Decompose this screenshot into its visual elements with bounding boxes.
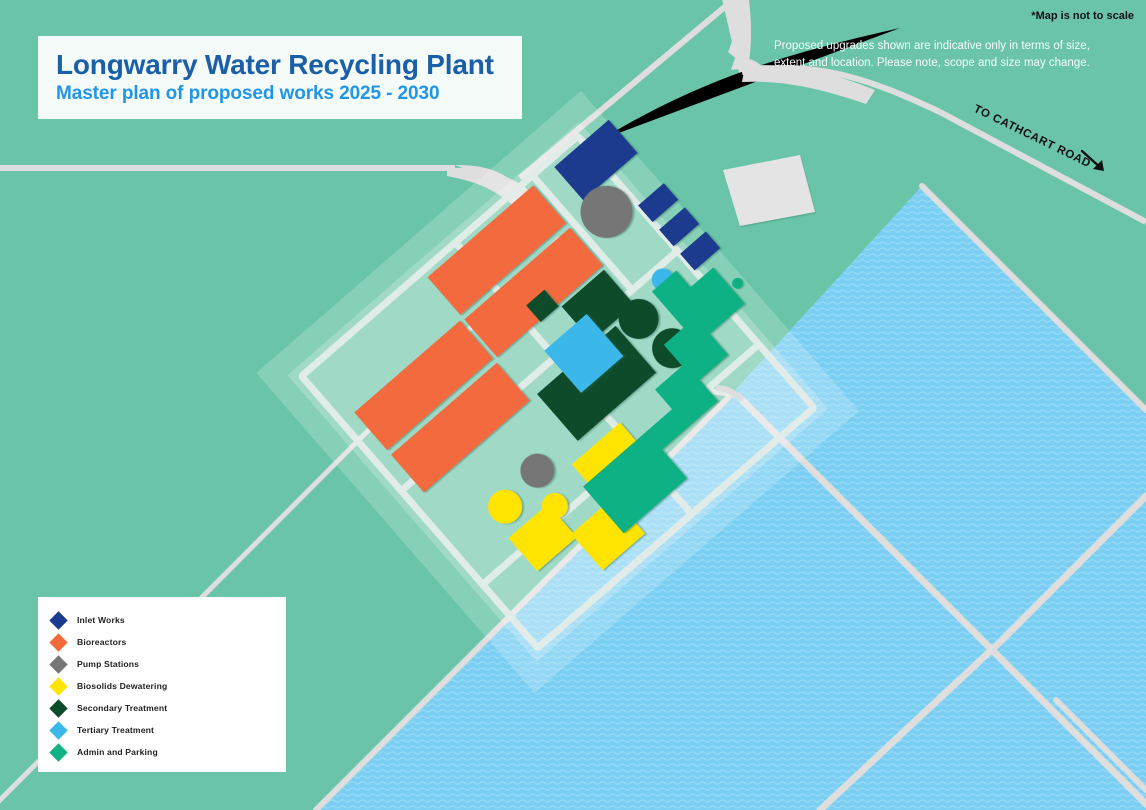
legend-label-admin-and-parking: Admin and Parking (77, 747, 158, 757)
biosolids-tank-1 (488, 489, 523, 524)
legend-item-pump-stations[interactable]: Pump Stations (38, 653, 286, 675)
inlet-works-group (554, 119, 721, 271)
bioreactor-2 (391, 362, 530, 493)
map-legend: Inlet Works Bioreactors Pump Stations Bi… (38, 597, 286, 772)
tertiary-basin (544, 313, 624, 393)
admin-parking-group (583, 267, 745, 534)
legend-label-secondary-treatment: Secondary Treatment (77, 703, 168, 713)
page-subtitle: Master plan of proposed works 2025 - 203… (56, 83, 440, 105)
inlet-tank-1 (638, 183, 679, 223)
lagoon-field (316, 186, 1146, 810)
legend-item-bioreactors[interactable]: Bioreactors (38, 631, 286, 653)
legend-label-inlet-works: Inlet Works (77, 615, 125, 625)
biosolids-tank-2 (541, 492, 568, 519)
legend-label-tertiary-treatment: Tertiary Treatment (77, 725, 155, 735)
legend-swatch-tertiary-treatment (49, 720, 68, 740)
legend-swatch-admin-and-parking (49, 742, 68, 762)
secondary-block-b (537, 325, 657, 441)
page-title: Longwarry Water Recycling Plant (56, 48, 494, 80)
pump-station-2 (520, 453, 555, 488)
inlet-tank-3 (680, 231, 721, 271)
inlet-works-main (554, 119, 638, 201)
existing-building (723, 155, 815, 226)
plant-site (256, 90, 860, 694)
disclaimer-note: Proposed upgrades shown are indicative o… (774, 40, 1090, 69)
pump-station-group (520, 185, 633, 488)
lagoon-access-roads (715, 385, 745, 403)
legend-swatch-biosolids-dewatering (49, 676, 68, 696)
legend-swatch-secondary-treatment (49, 698, 68, 718)
biosolids-pad-1 (508, 503, 577, 572)
legend-label-biosolids-dewatering: Biosolids Dewatering (77, 681, 168, 691)
secondary-clarifier-1 (618, 298, 659, 339)
scale-note: *Map is not to scale (1031, 10, 1134, 22)
legend-item-secondary-treatment[interactable]: Secondary Treatment (38, 697, 286, 719)
title-card: Longwarry Water Recycling Plant Master p… (38, 36, 522, 119)
legend-item-tertiary-treatment[interactable]: Tertiary Treatment (38, 719, 286, 741)
legend-swatch-pump-stations (49, 654, 68, 674)
pump-station-1 (580, 185, 633, 238)
legend-swatch-bioreactors (49, 632, 68, 652)
bioreactor-4 (464, 227, 603, 358)
legend-item-admin-and-parking[interactable]: Admin and Parking (38, 741, 286, 763)
admin-and-parking-area (583, 267, 745, 534)
legend-label-bioreactors: Bioreactors (77, 637, 127, 647)
legend-item-inlet-works[interactable]: Inlet Works (38, 609, 286, 631)
legend-label-pump-stations: Pump Stations (77, 659, 140, 669)
small-tank-2 (732, 277, 744, 289)
secondary-small-block (526, 289, 559, 323)
legend-swatch-inlet-works (49, 610, 68, 630)
bioreactor-3 (427, 185, 566, 315)
inlet-tank-2 (659, 207, 700, 247)
bioreactor-group (354, 185, 603, 493)
arrow-right-down-icon (1080, 149, 1104, 171)
bioreactor-1 (354, 320, 493, 451)
legend-item-biosolids-dewatering[interactable]: Biosolids Dewatering (38, 675, 286, 697)
